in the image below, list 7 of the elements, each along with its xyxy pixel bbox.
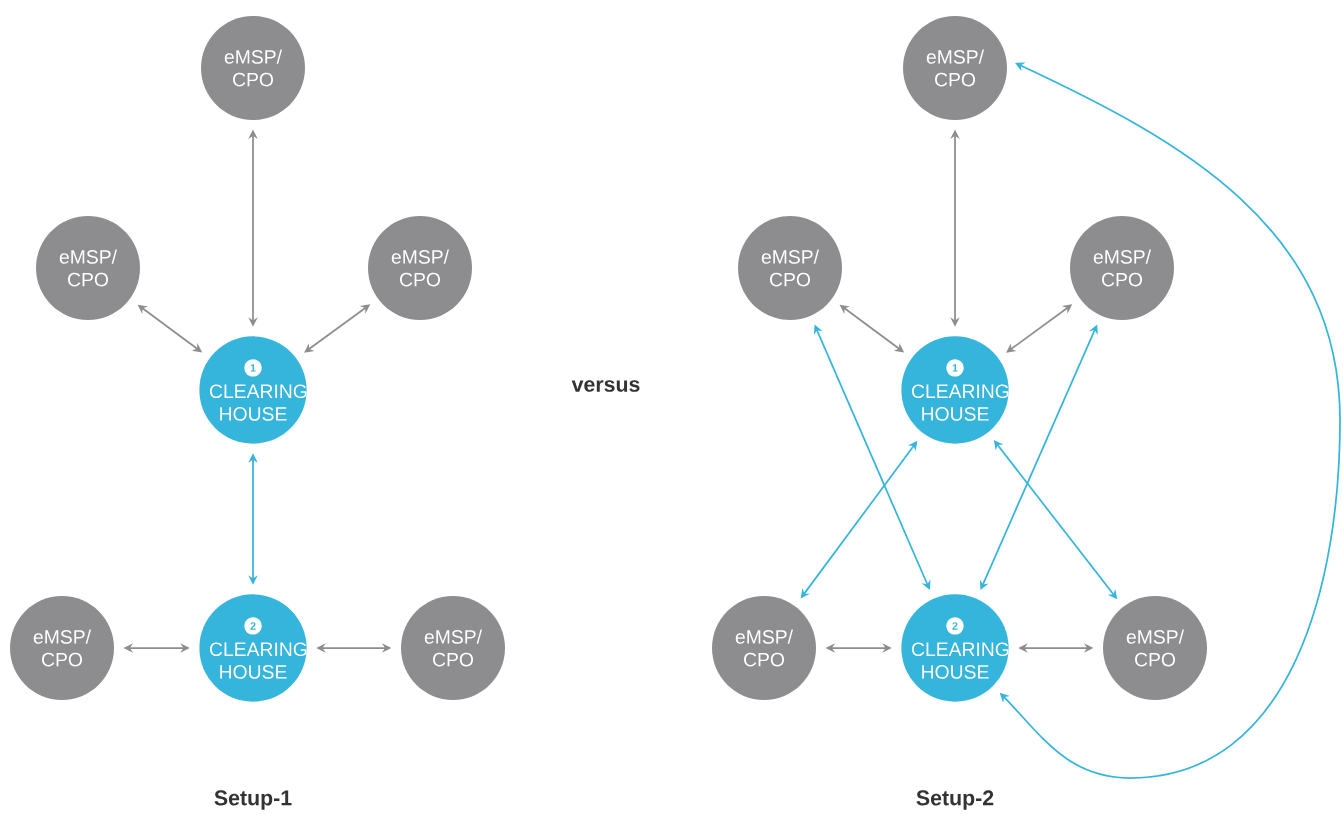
number-badge: 2 xyxy=(946,617,964,635)
number-badge: 1 xyxy=(244,359,262,377)
setup-caption: Setup-2 xyxy=(916,790,994,810)
number-badge: 1 xyxy=(946,359,964,377)
setup-caption: Setup-1 xyxy=(214,790,292,810)
number-badge: 2 xyxy=(244,617,262,635)
versus-label: versus xyxy=(571,380,640,392)
